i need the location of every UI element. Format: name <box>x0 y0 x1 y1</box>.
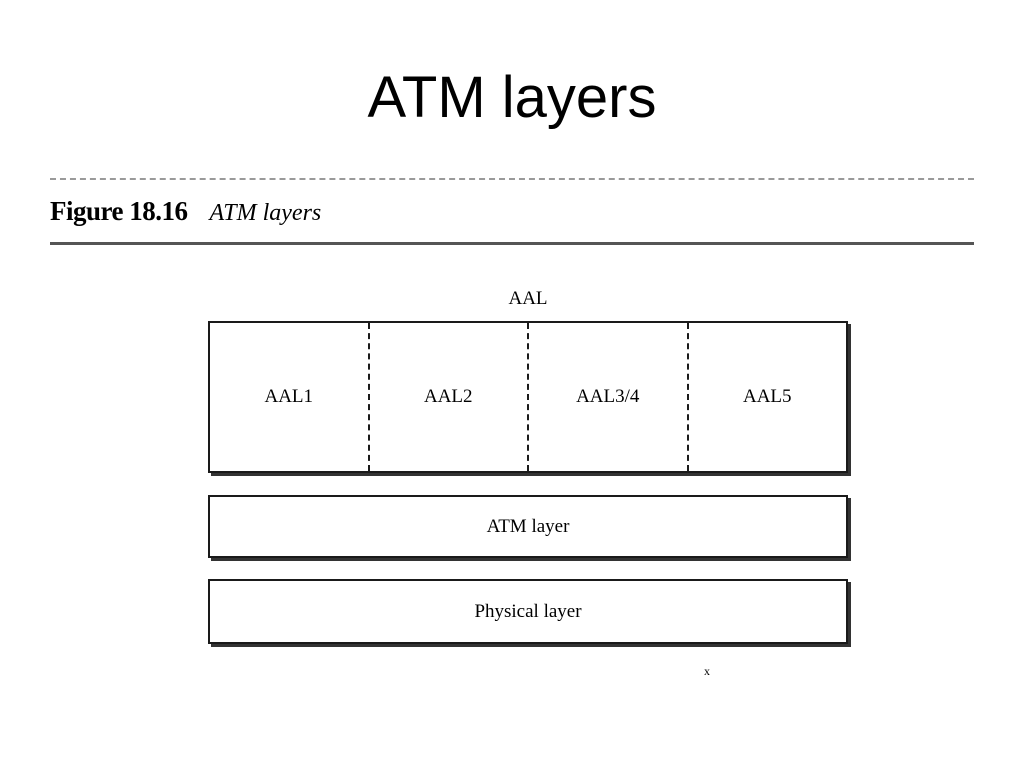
figure-bottom-rule <box>50 242 974 245</box>
figure-caption: Figure 18.16 ATM layers <box>50 196 321 227</box>
aal5-cell: AAL5 <box>742 386 792 407</box>
slide-title: ATM layers <box>367 65 657 130</box>
figure-number: Figure 18.16 <box>50 196 188 226</box>
figure-top-rule <box>50 178 974 180</box>
aal-heading: AAL <box>508 288 548 309</box>
atm-layer-box: ATM layer <box>208 495 848 558</box>
aal34-cell: AAL3/4 <box>529 323 689 471</box>
atm-layer-label: ATM layer <box>486 515 570 537</box>
aal-layer-box: AAL1 AAL2 AAL3/4 AAL5 <box>208 321 848 473</box>
stray-mark: x <box>704 664 710 678</box>
physical-layer-box: Physical layer <box>208 579 848 644</box>
physical-layer-label: Physical layer <box>474 600 582 622</box>
aal2-cell: AAL2 <box>370 323 529 471</box>
figure-name: ATM layers <box>209 200 322 226</box>
aal1-cell: AAL1 <box>210 323 370 471</box>
